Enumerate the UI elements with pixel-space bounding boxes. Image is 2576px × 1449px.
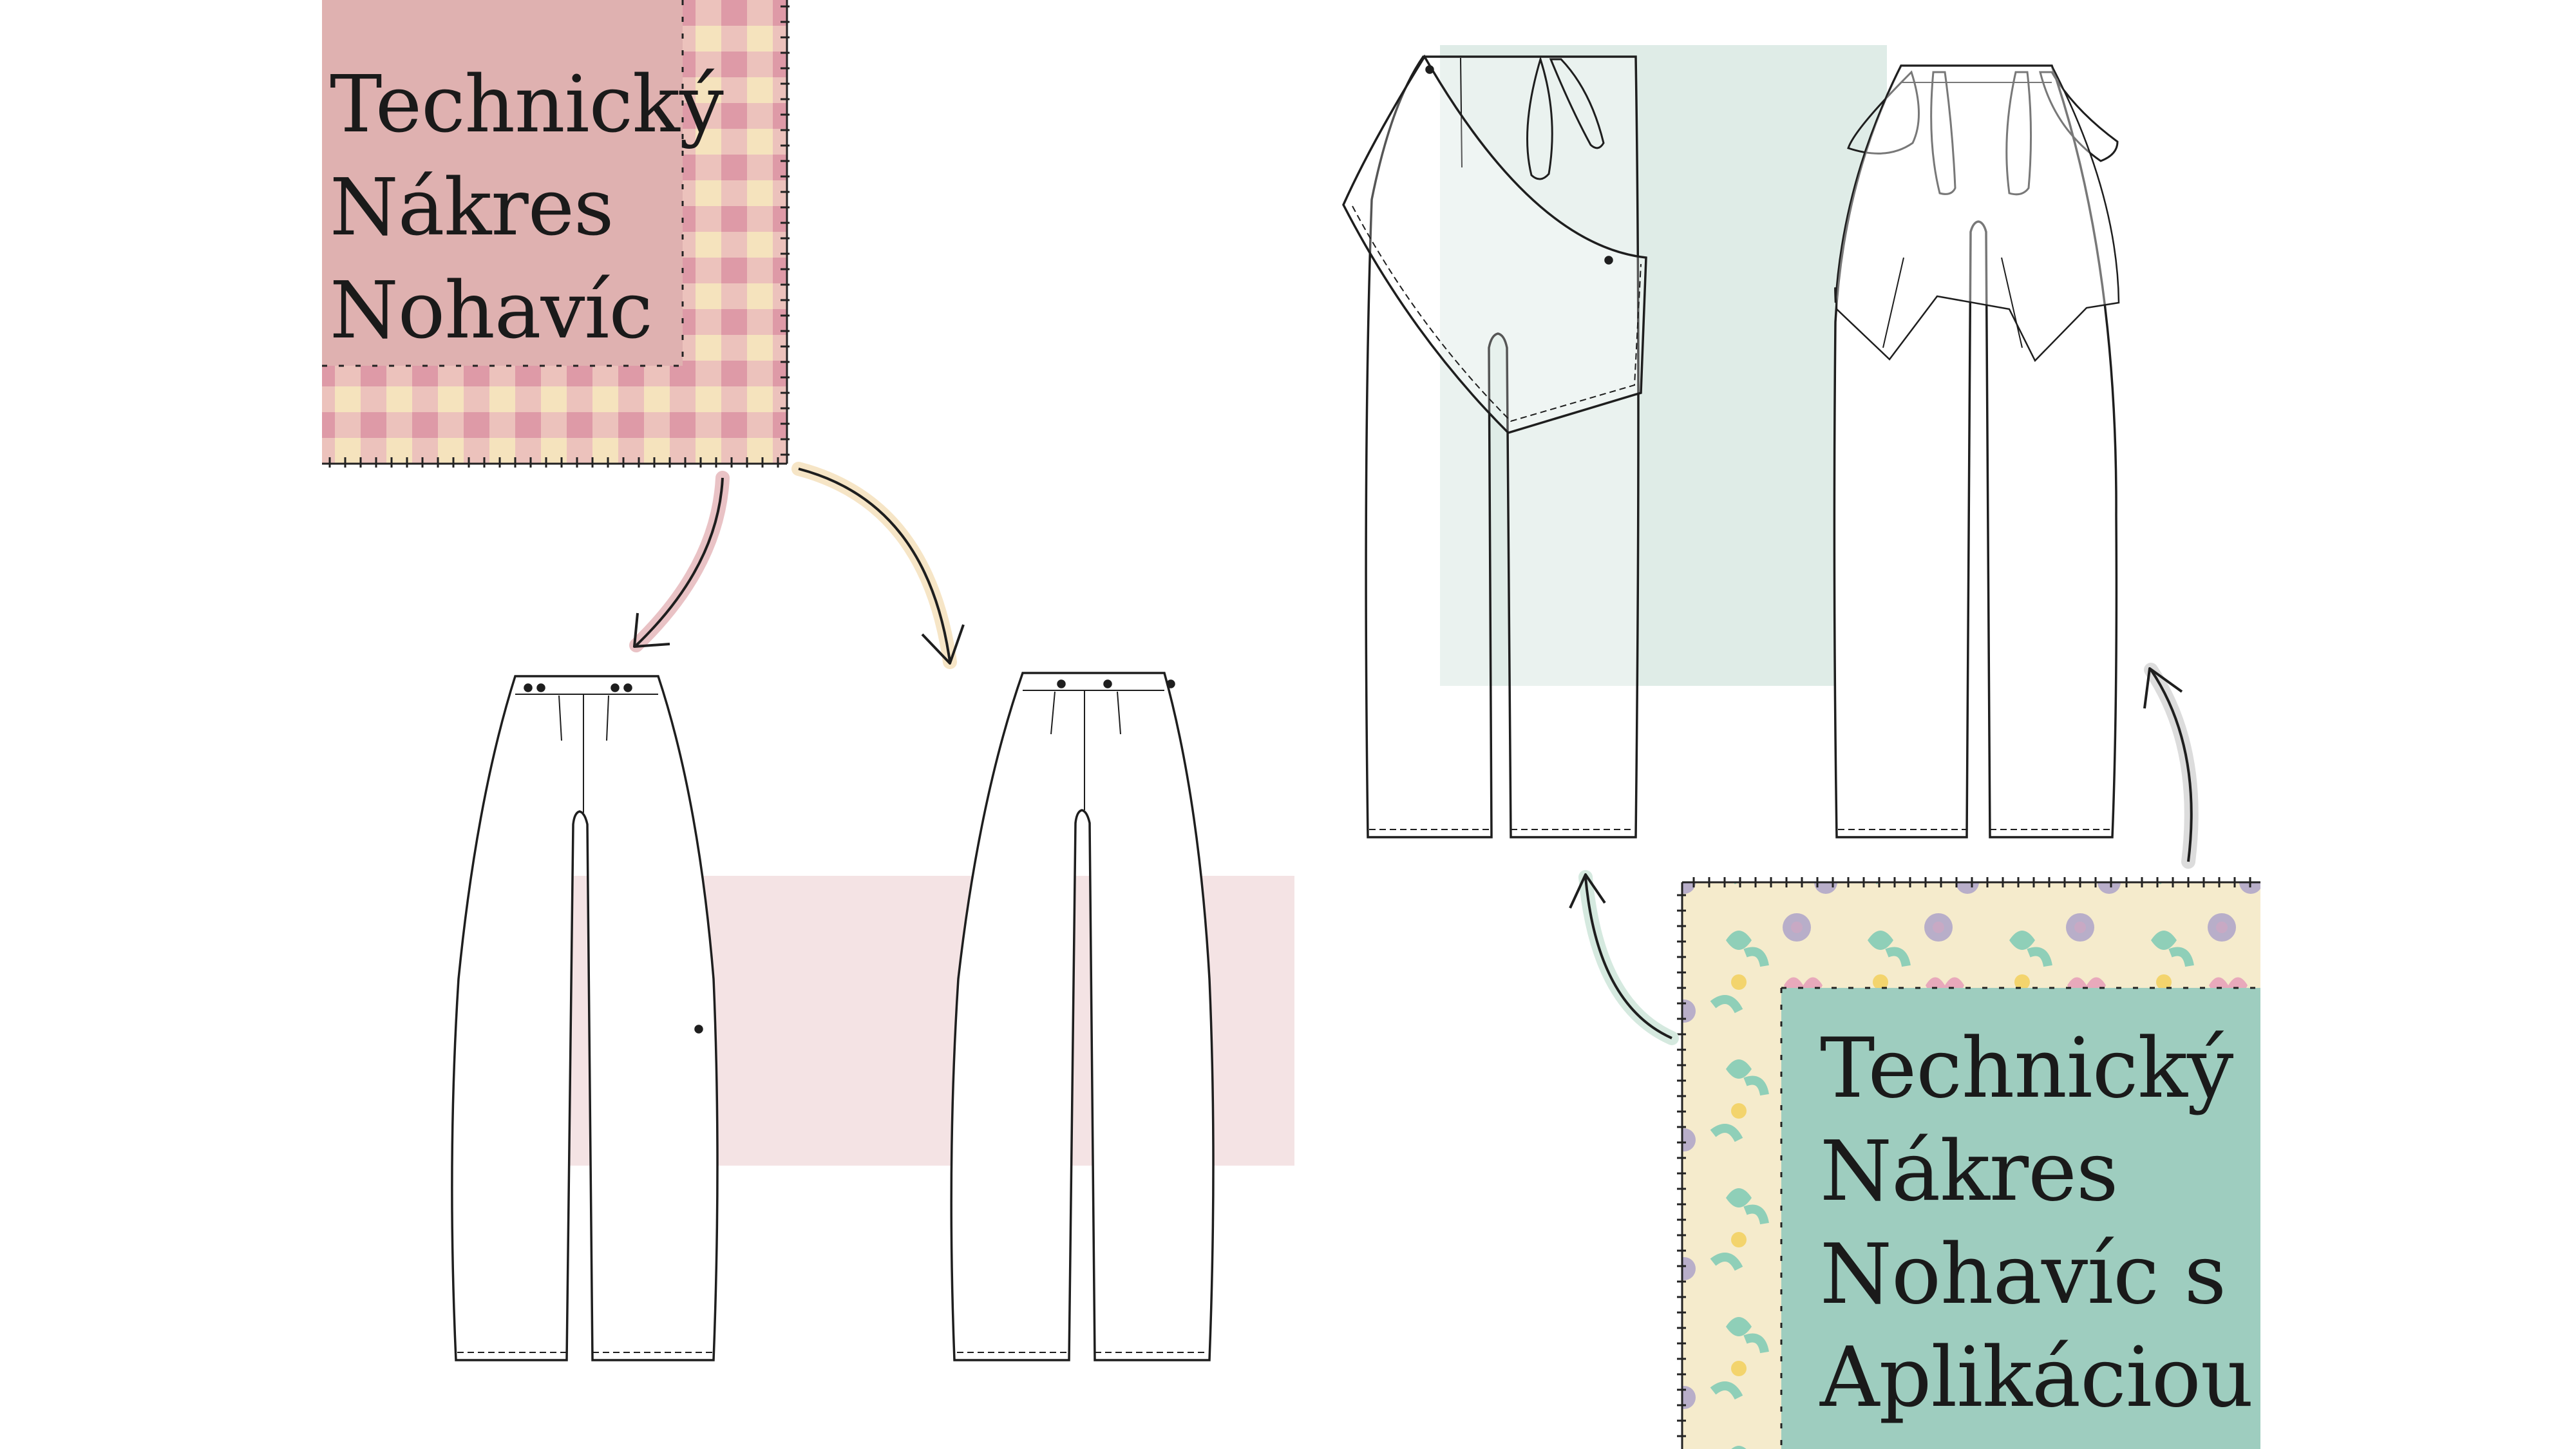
- applique-trousers-front-drawing: [1342, 54, 1647, 838]
- title-applique-trousers: Technický Nákres Nohavíc s Aplikáciou: [1820, 1018, 2253, 1430]
- blanket-stitches-applique: [1677, 877, 2251, 1437]
- title-line: Nákres: [1820, 1124, 2119, 1220]
- label-card-applique: [1677, 877, 2260, 1449]
- label-card-basic: [322, 0, 790, 468]
- title-line: Nohavíc s: [1820, 1227, 2226, 1323]
- arrow-to-back: [791, 462, 965, 669]
- title-line: Technický: [330, 59, 724, 150]
- title-basic-trousers: Technický Nákres Nohavíc: [330, 53, 724, 362]
- title-line: Nohavíc: [330, 265, 653, 356]
- trousers-front-drawing: [451, 675, 719, 1361]
- blanket-stitches: [328, 5, 790, 468]
- title-line: Technický: [1820, 1021, 2233, 1117]
- arrow-to-front: [629, 471, 730, 652]
- arrow-to-applique-back: [2143, 663, 2199, 869]
- stitch-border: [322, 0, 788, 465]
- trousers-back-drawing: [950, 672, 1215, 1361]
- green-highlight: [1440, 45, 1887, 686]
- arrow-to-applique-front: [1569, 870, 1679, 1045]
- applique-trousers-back-drawing: [1833, 64, 2120, 838]
- title-line: Aplikáciou: [1820, 1330, 2253, 1426]
- title-line: Nákres: [330, 162, 614, 253]
